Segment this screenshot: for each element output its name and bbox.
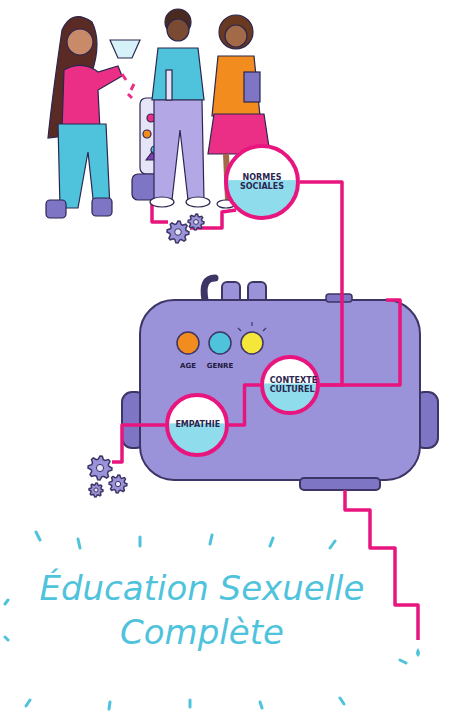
- gear-hub: [94, 488, 98, 492]
- gear: [89, 483, 103, 497]
- gear: [188, 214, 204, 230]
- title: Éducation Sexuelle Complète: [12, 566, 392, 654]
- node-label: NORMES SOCIALES: [236, 173, 287, 191]
- machine: [122, 278, 438, 490]
- node-label: EMPATHIE: [175, 420, 218, 429]
- flask-circle: NORMES SOCIALES: [224, 144, 300, 220]
- flask-circle: EMPATHIE: [165, 393, 229, 457]
- pipe-connector: [300, 182, 342, 385]
- gear-hub: [175, 229, 182, 236]
- flask-circle: CONTEXTE CULTUREL: [260, 355, 320, 415]
- gear-hub: [115, 481, 120, 486]
- drop: [416, 648, 420, 657]
- gear: [109, 475, 127, 493]
- dial-label: AGE: [180, 362, 196, 370]
- gear-hub: [194, 220, 199, 225]
- gear-hub: [96, 464, 103, 471]
- pipe-connector: [229, 385, 260, 425]
- machine-body: AGE GENRE CONTEXTE CULTUREL EMPATHIE: [140, 300, 420, 480]
- splash: [5, 532, 406, 709]
- gear: [88, 456, 112, 480]
- gear: [167, 221, 189, 243]
- dial-label: GENRE: [207, 362, 234, 370]
- node-label: CONTEXTE CULTUREL: [270, 376, 311, 394]
